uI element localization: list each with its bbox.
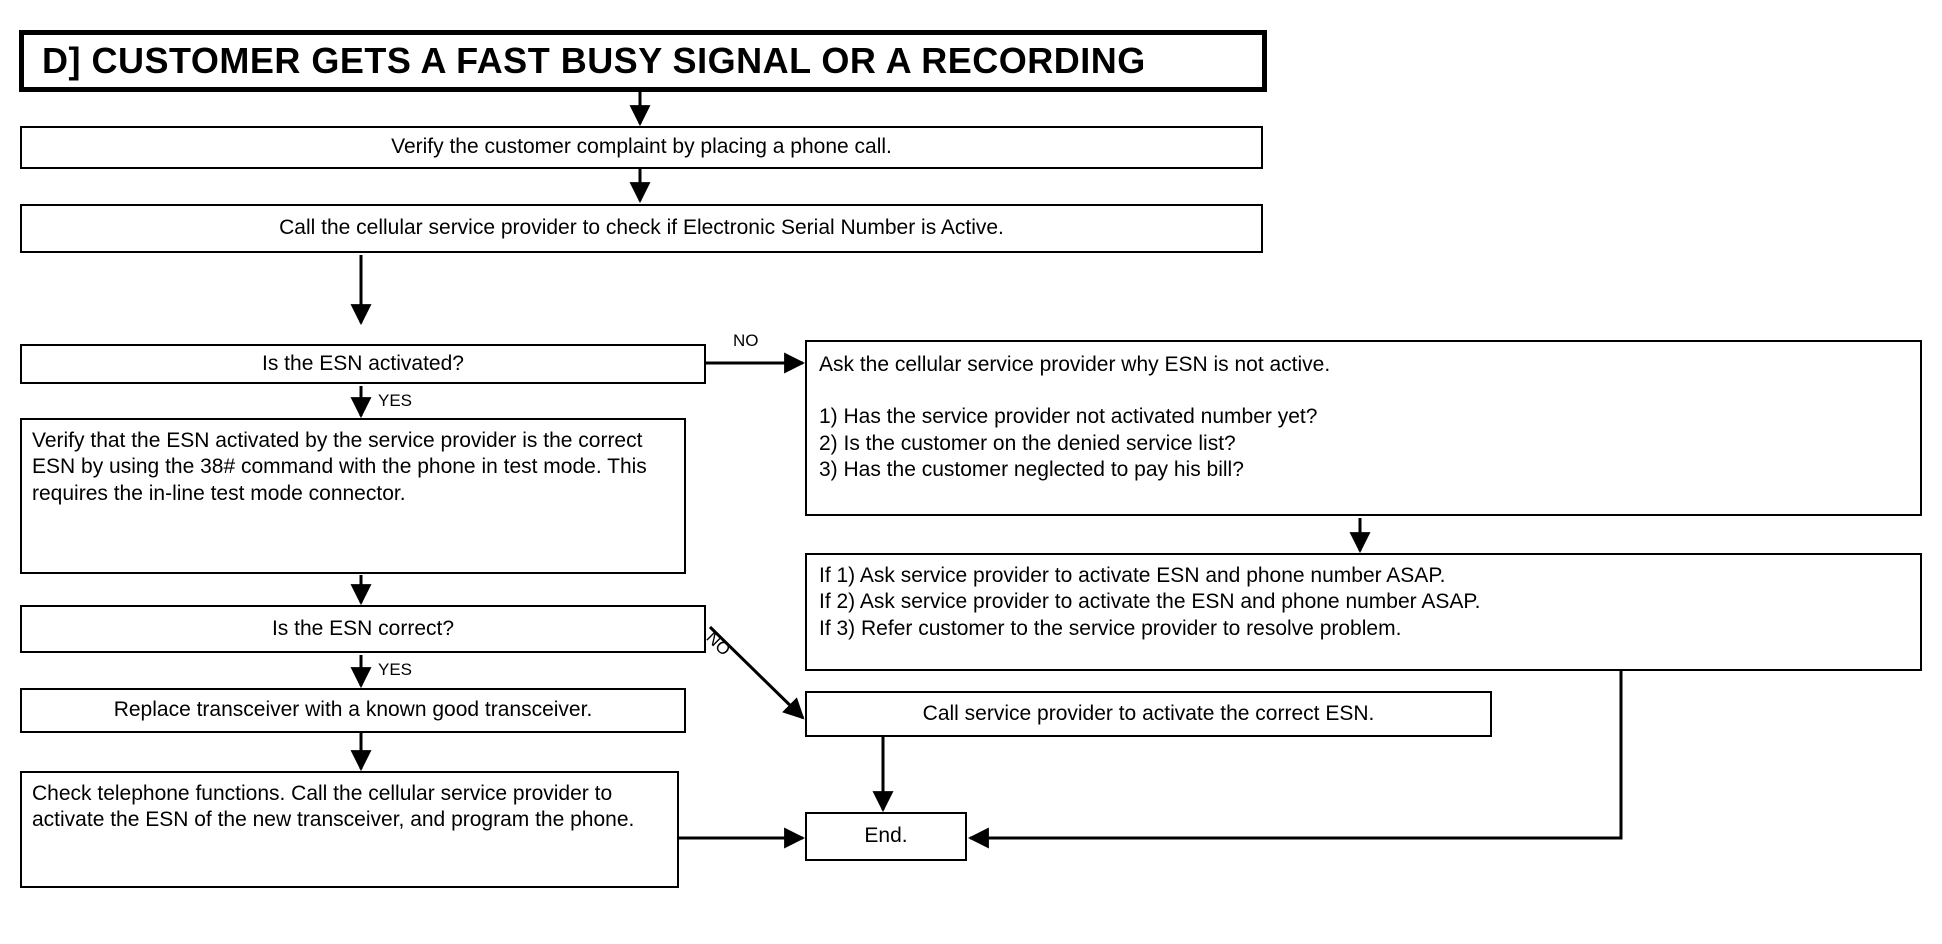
step-if-actions: If 1) Ask service provider to activate E…	[805, 553, 1922, 671]
label-yes-correct: YES	[378, 660, 413, 679]
step-verify-complaint: Verify the customer complaint by placing…	[20, 126, 1263, 169]
decision-esn-correct: Is the ESN correct?	[20, 605, 706, 653]
step-call-provider: Call the cellular service provider to ch…	[20, 204, 1263, 253]
label-yes-activated: YES	[378, 391, 413, 410]
step-check-functions: Check telephone functions. Call the cell…	[20, 771, 679, 888]
connector-if-to-end	[967, 671, 1623, 849]
connector-correct-no	[708, 625, 805, 720]
step-end: End.	[805, 812, 967, 861]
ask-provider-heading: Ask the cellular service provider why ES…	[819, 353, 1331, 376]
ask-provider-item-1: 1) Has the service provider not activate…	[819, 405, 1318, 429]
step-verify-esn: Verify that the ESN activated by the ser…	[20, 418, 686, 574]
step-replace-transceiver: Replace transceiver with a known good tr…	[20, 688, 686, 733]
label-no-activated: NO	[733, 331, 759, 350]
step-ask-provider: Ask the cellular service provider why ES…	[805, 340, 1922, 516]
if-action-3: If 3) Refer customer to the service prov…	[819, 616, 1402, 640]
decision-esn-activated: Is the ESN activated?	[20, 344, 706, 384]
ask-provider-item-2: 2) Is the customer on the denied service…	[819, 431, 1236, 455]
if-action-2: If 2) Ask service provider to activate t…	[819, 590, 1481, 614]
ask-provider-item-3: 3) Has the customer neglected to pay his…	[819, 457, 1244, 481]
page-title: D] CUSTOMER GETS A FAST BUSY SIGNAL OR A…	[19, 30, 1267, 92]
step-activate-correct-esn: Call service provider to activate the co…	[805, 691, 1492, 737]
if-action-1: If 1) Ask service provider to activate E…	[819, 564, 1446, 587]
